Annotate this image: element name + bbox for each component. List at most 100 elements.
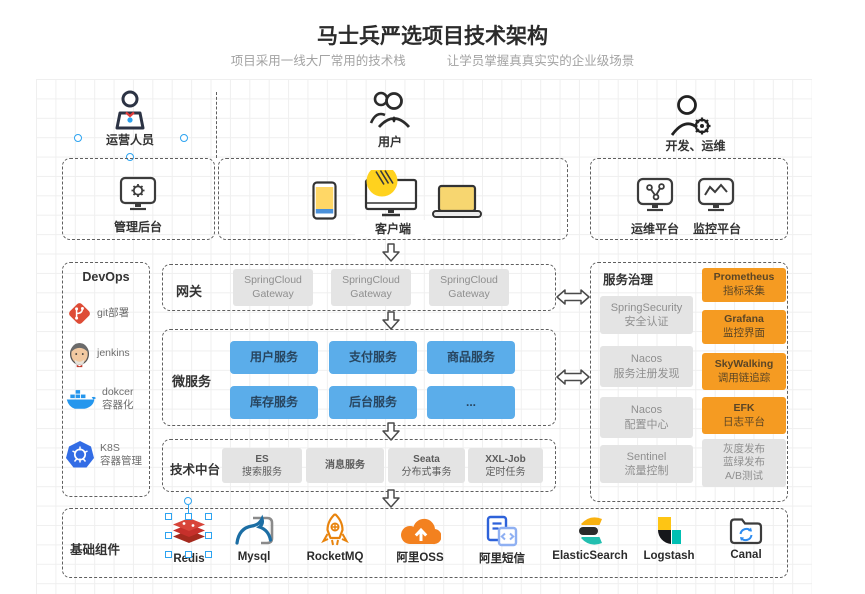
devops-persona-label: 开发、运维 [665,139,726,153]
rocketmq-icon [321,512,349,548]
jenkins-icon [67,340,92,368]
devops-item-docker-label: dokcer 容器化 [102,386,134,412]
arrow-double-horizontal-icon [556,287,590,307]
devops-item-k8s[interactable]: K8S 容器管理 [65,440,142,470]
service-box-more[interactable]: ... [427,386,515,419]
ops-monitor-icon [635,177,675,215]
foundation-item-rocketmq[interactable]: RocketMQ [289,512,381,563]
arrow-down-icon [381,489,401,509]
tech-platform-label: 技术中台 [170,463,221,477]
selection-handle[interactable] [165,513,172,520]
alioss-cloud-icon [399,516,441,546]
devops-panel-title: DevOps [82,270,130,284]
gateway-node[interactable]: SpringCloud Gateway [233,269,313,306]
selection-handle[interactable] [185,551,192,558]
service-box-inventory[interactable]: 库存服务 [230,386,318,419]
page-title: 马士兵严选项目技术架构 [317,25,548,48]
governance-title: 服务治理 [603,273,654,287]
service-box-payment[interactable]: 支付服务 [329,341,417,374]
selection-handle[interactable] [165,551,172,558]
service-box-product[interactable]: 商品服务 [427,341,515,374]
foundation-item-sms[interactable]: 阿里短信 [456,515,548,566]
admin-monitor-icon [117,176,159,214]
client-label: 客户端 [355,220,431,237]
admin-platform-label: 管理后台 [113,220,162,234]
admin-platform-box[interactable] [62,158,215,240]
operator-label: 运营人员 [105,133,154,147]
foundation-item-oss[interactable]: 阿里OSS [374,516,466,565]
canal-folder-icon [728,516,764,546]
selection-handle[interactable] [205,551,212,558]
rotation-handle[interactable] [184,497,192,505]
microservices-section[interactable] [162,329,556,426]
operator-icon[interactable] [107,89,153,135]
devops-item-jenkins-label: jenkins [97,347,130,360]
users-icon[interactable] [365,90,415,132]
foundation-item-canal[interactable]: Canal [700,516,792,561]
devops-item-k8s-label: K8S 容器管理 [100,441,142,467]
foundation-item-redis[interactable]: Redis [143,516,235,565]
foundation-section[interactable] [62,508,788,578]
connection-handle[interactable] [126,153,134,161]
devops-persona-icon[interactable] [668,93,718,141]
tech-platform-section[interactable] [162,439,556,492]
arrow-down-icon [381,243,401,263]
kubernetes-icon [65,440,95,470]
devops-item-git[interactable]: git部署 [67,301,129,326]
tech-box-message[interactable]: 消息服务 [306,448,384,483]
selection-handle[interactable] [205,513,212,520]
ops-platform-box[interactable] [590,158,788,240]
arrow-double-horizontal-icon [556,367,590,387]
user-label: 用户 [377,135,402,149]
mysql-icon [233,514,275,548]
devops-item-docker[interactable]: dokcer 容器化 [65,386,134,412]
arrow-down-icon [381,311,401,331]
page-subtitle: 项目采用一线大厂常用的技术栈 让学员掌握真真实实的企业级场景 [0,50,865,69]
gateway-label: 网关 [176,284,203,299]
client-box[interactable] [218,158,568,240]
laptop-icon [431,184,483,220]
foundation-label: 基础组件 [70,543,121,557]
gateway-section[interactable] [162,264,556,311]
foundation-item-elasticsearch[interactable]: ElasticSearch [544,515,636,562]
monitor-platform-label: 监控平台 [692,222,741,236]
client-monitor-icon [360,170,420,222]
devops-item-jenkins[interactable]: jenkins [67,340,130,368]
service-box-backend[interactable]: 后台服务 [329,386,417,419]
ops-platform-label: 运维平台 [630,222,679,236]
service-box-user[interactable]: 用户服务 [230,341,318,374]
phone-icon [312,181,337,220]
rotation-handle-line [188,505,189,516]
alisms-doc-icon [486,515,518,547]
subtitle-left: 项目采用一线大厂常用的技术栈 [230,54,406,68]
git-icon [67,301,92,326]
connection-handle[interactable] [180,134,188,142]
selection-handle[interactable] [185,513,192,520]
devops-panel[interactable] [62,262,150,497]
foundation-item-logstash[interactable]: Logstash [623,515,715,562]
selection-handle[interactable] [205,532,212,539]
governance-section[interactable] [590,262,788,502]
foundation-item-mysql[interactable]: Mysql [208,514,300,563]
gateway-node[interactable]: SpringCloud Gateway [331,269,411,306]
docker-icon [65,386,97,412]
logstash-icon [655,515,683,547]
arrow-down-icon [381,422,401,442]
connection-handle[interactable] [74,134,82,142]
monitor-chart-icon [696,177,736,215]
selection-handle[interactable] [165,532,172,539]
gateway-node[interactable]: SpringCloud Gateway [429,269,509,306]
